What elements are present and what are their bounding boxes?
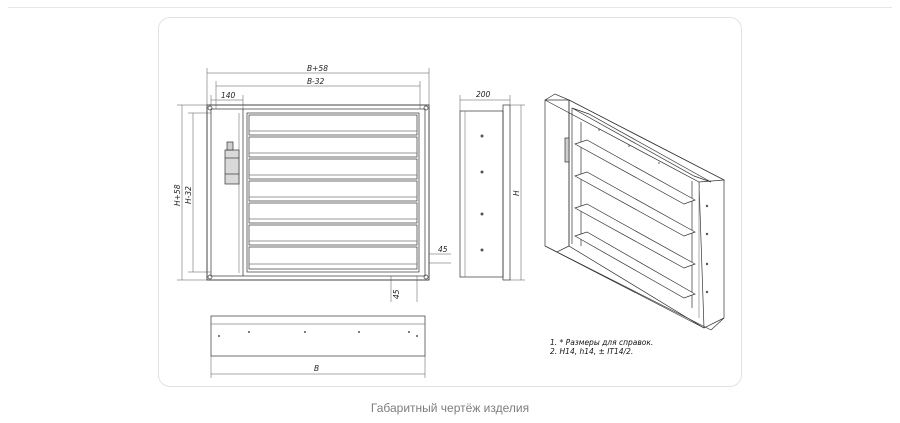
dim-h58: H+58 bbox=[173, 184, 182, 206]
front-view: B+58 B-32 140 H+58 H-32 45 45 bbox=[173, 64, 451, 302]
isometric-view bbox=[544, 93, 726, 331]
dim-h: H bbox=[512, 190, 521, 196]
figure-caption: Габаритный чертёж изделия bbox=[370, 401, 530, 415]
top-divider bbox=[8, 7, 892, 8]
side-view: 200 H bbox=[459, 90, 525, 281]
dim-45-bottom: 45 bbox=[392, 289, 401, 299]
top-view: B bbox=[210, 315, 426, 378]
dim-b58: B+58 bbox=[307, 64, 328, 73]
dim-200: 200 bbox=[476, 90, 491, 99]
note-2: 2. H14, h14, ± IT14/2. bbox=[550, 347, 633, 356]
dim-b: B bbox=[314, 364, 319, 373]
technical-drawing: B+58 B-32 140 H+58 H-32 45 45 200 H bbox=[173, 64, 726, 378]
dim-140: 140 bbox=[221, 91, 236, 100]
dim-h32: H-32 bbox=[184, 186, 193, 204]
dim-45-side: 45 bbox=[438, 245, 448, 254]
note-1: 1. * Размеры для справок. bbox=[550, 338, 653, 347]
drawing-card: B+58 B-32 140 H+58 H-32 45 45 200 H bbox=[158, 17, 742, 387]
dim-b32: B-32 bbox=[307, 77, 324, 86]
